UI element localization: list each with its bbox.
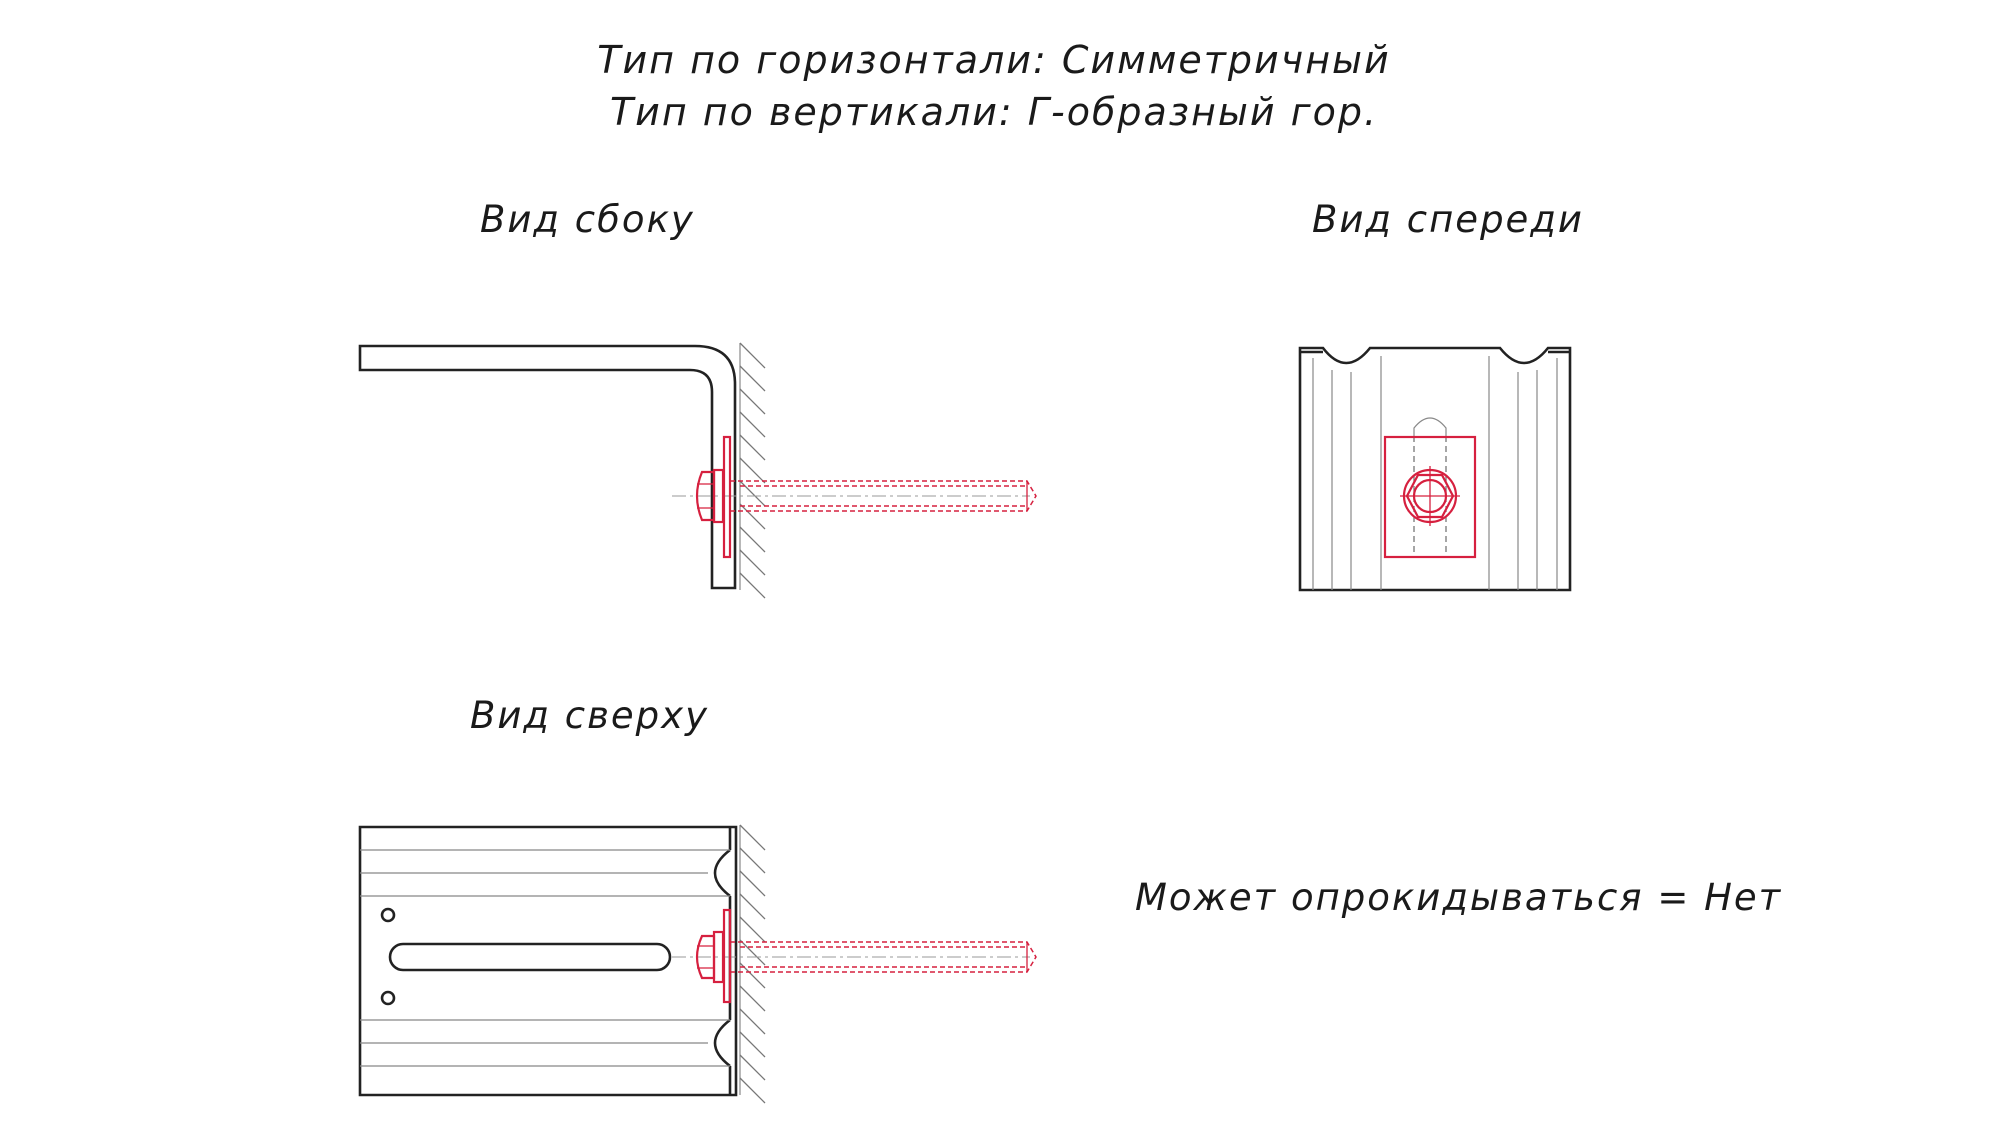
side-view-drawing (358, 342, 1037, 599)
front-view-label: Вид спереди (1312, 198, 1584, 241)
front-slot-top (1413, 417, 1447, 436)
top-notch-upper (713, 848, 731, 898)
side-view-label: Вид сбоку (480, 198, 695, 241)
top-nut (695, 934, 716, 980)
side-nut (695, 470, 716, 522)
front-ribs (1312, 356, 1558, 590)
top-view-label: Вид сверху (470, 694, 709, 737)
header-line-2: Тип по вертикали: Г-образный гор. (609, 90, 1379, 134)
top-anchor-rod (730, 941, 1037, 973)
header-line-1: Тип по горизонтали: Симметричный (597, 38, 1391, 82)
side-anchor-rod (730, 480, 1037, 512)
front-washer-plate (1383, 435, 1477, 559)
property-label: Может опрокидываться = Нет (1135, 876, 1783, 919)
side-bracket (358, 344, 737, 590)
top-bracket-outline (358, 825, 738, 1097)
top-slot (388, 942, 672, 972)
top-view-drawing (358, 824, 1037, 1104)
top-hole-upper (380, 907, 396, 923)
top-washer-plate (722, 908, 732, 1004)
front-view-drawing (1298, 346, 1572, 592)
top-ribs (360, 849, 730, 1067)
top-notch-lower (713, 1018, 731, 1068)
side-wall-hatch (739, 342, 766, 599)
front-bracket-outline (1298, 346, 1572, 592)
top-hole-lower (380, 990, 396, 1006)
side-washer-plate (722, 435, 732, 559)
top-wall-hatch (739, 824, 766, 1104)
